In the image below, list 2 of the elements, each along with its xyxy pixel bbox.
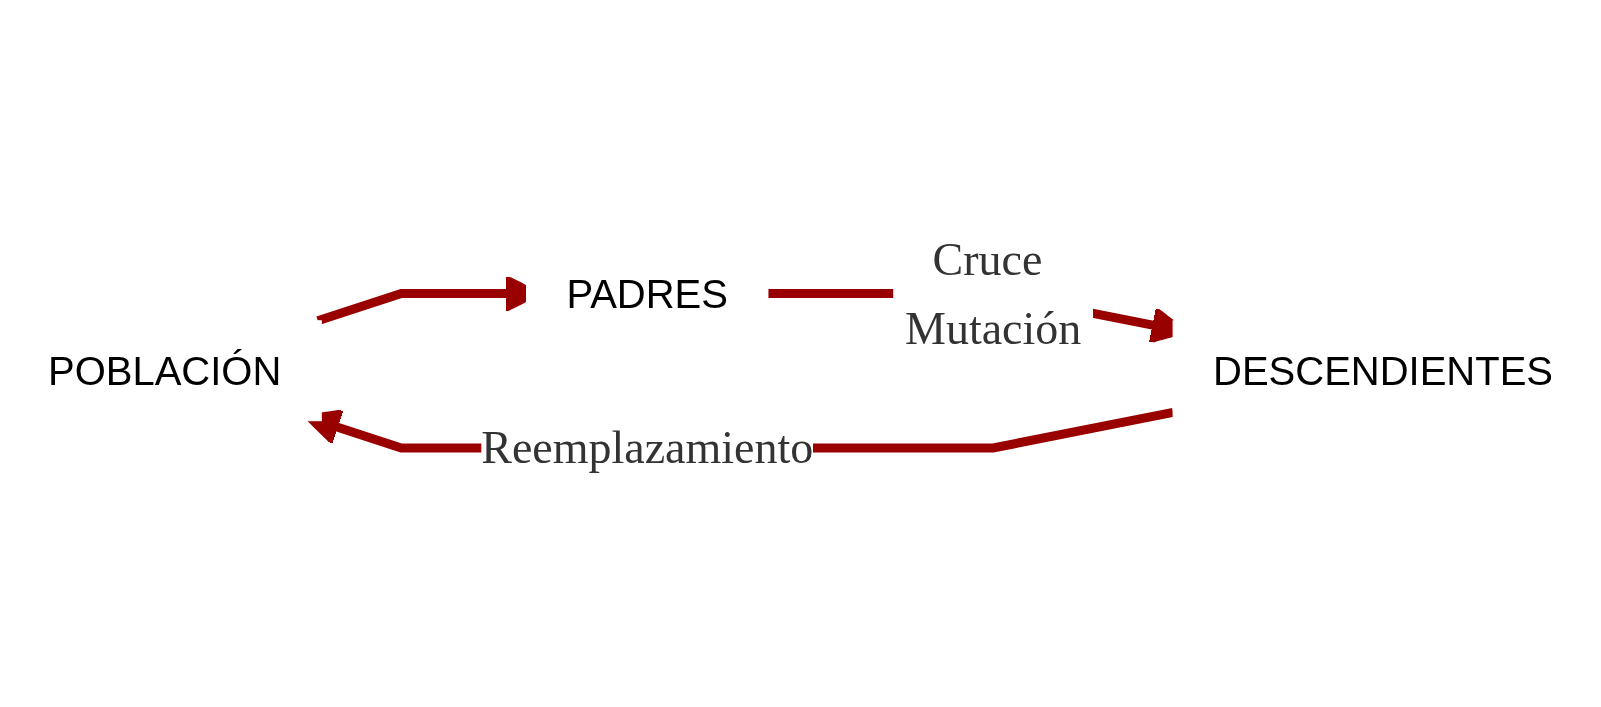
edge-label: Cruce Mutación (905, 233, 1082, 354)
edge-label: Reemplazamiento (481, 422, 814, 474)
